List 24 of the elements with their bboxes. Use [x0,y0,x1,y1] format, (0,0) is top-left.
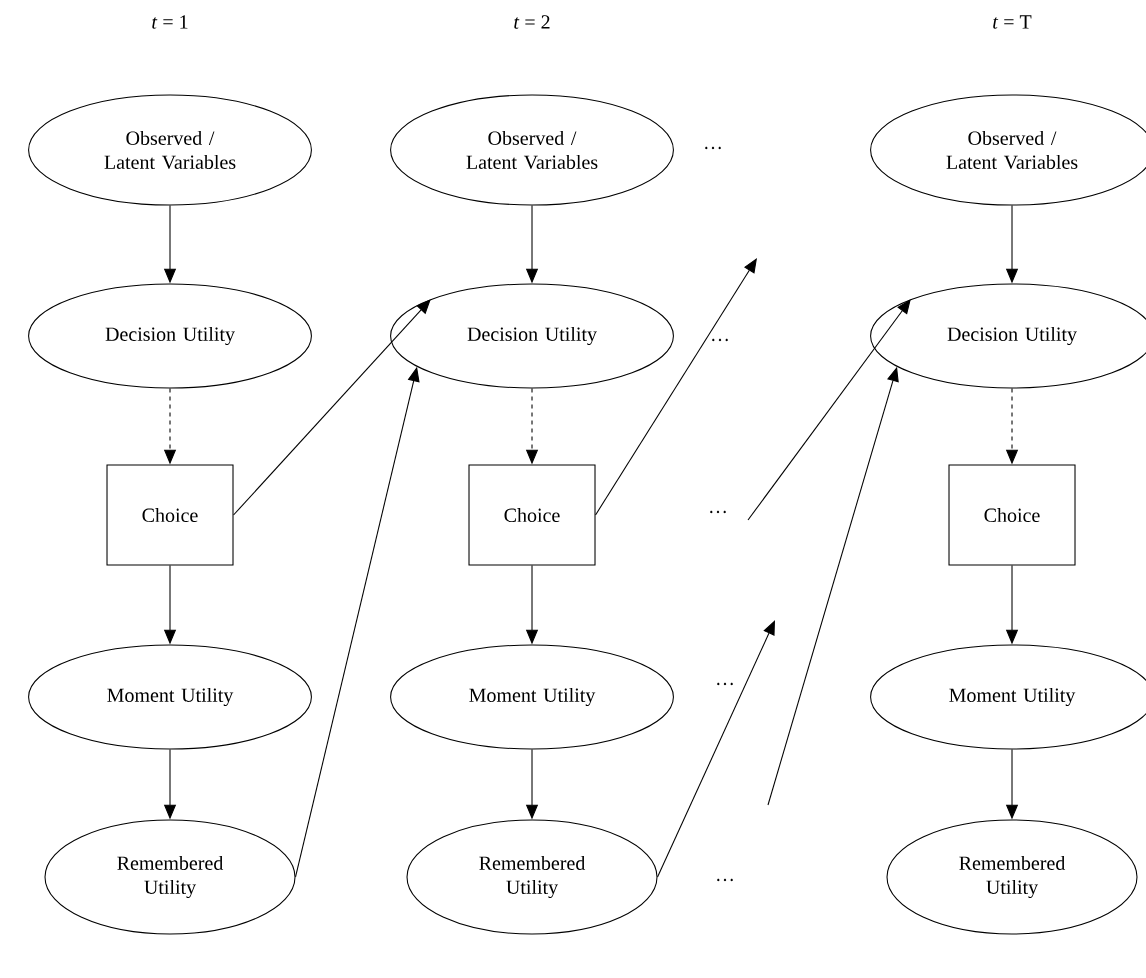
time-label: t = 2 [514,15,550,29]
process-box: Choice [468,464,596,566]
ellipsis: … [712,338,728,342]
arrow [233,299,431,516]
arrow [657,620,775,878]
ellipse-node: Remembered Utility [406,819,658,935]
process-box: Choice [106,464,234,566]
ellipse-node: Observed / Latent Variables [390,94,674,206]
process-box: Choice [948,464,1076,566]
arrow [747,299,911,521]
time-label: t = 1 [152,15,188,29]
ellipse-node: Remembered Utility [886,819,1138,935]
ellipsis: … [717,878,733,882]
ellipse-node: Moment Utility [28,644,312,750]
time-label: t = T [993,15,1032,29]
ellipse-node: Observed / Latent Variables [28,94,312,206]
ellipsis: … [705,146,721,150]
ellipsis: … [717,682,733,686]
ellipse-node: Remembered Utility [44,819,296,935]
ellipse-node: Decision Utility [390,283,674,389]
arrow [595,258,757,516]
ellipsis: … [710,510,726,514]
ellipse-node: Moment Utility [390,644,674,750]
ellipse-node: Decision Utility [28,283,312,389]
